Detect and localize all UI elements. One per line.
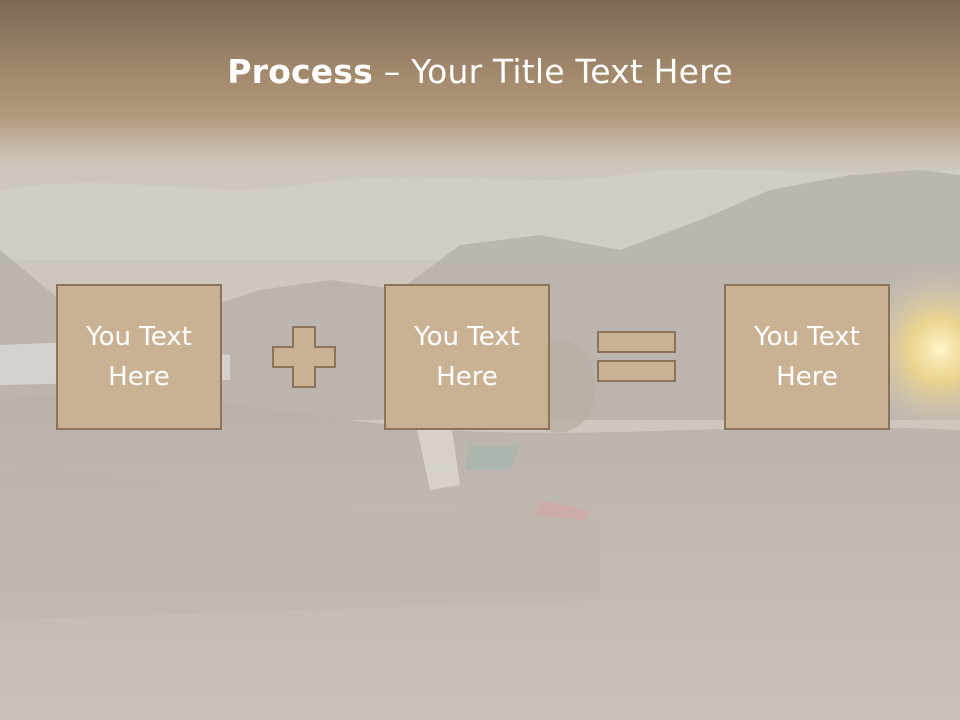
slide-title: Process – Your Title Text Here — [0, 52, 960, 91]
title-band — [0, 0, 960, 170]
title-rest: Your Title Text Here — [411, 52, 733, 91]
process-box-2-text: You Text Here — [414, 322, 520, 392]
process-box-3-text: You Text Here — [754, 322, 860, 392]
title-separator: – — [373, 52, 412, 91]
equals-icon — [597, 331, 676, 382]
process-box-1: You Text Here — [56, 284, 222, 430]
process-box-3: You Text Here — [724, 284, 890, 430]
process-box-2: You Text Here — [384, 284, 550, 430]
process-box-1-text: You Text Here — [86, 322, 192, 392]
plus-icon — [272, 326, 336, 388]
title-bold: Process — [227, 52, 373, 91]
